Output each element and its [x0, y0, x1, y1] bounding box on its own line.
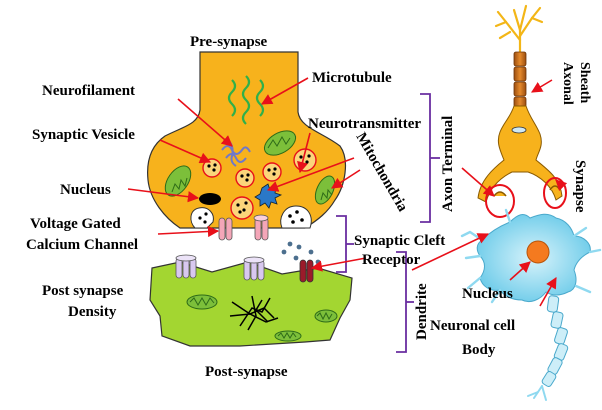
label-axonal-sheath-1: Axonal — [560, 62, 575, 105]
label-synapse: Synapse — [572, 160, 588, 213]
label-nucleus-right: Nucleus — [462, 286, 513, 302]
upper-neuron-nucleus — [511, 126, 527, 134]
neuron-illustration — [460, 4, 602, 401]
nucleus-oval — [199, 193, 221, 205]
arrow-neurofilament — [177, 98, 233, 147]
fusing-vesicles — [190, 205, 312, 229]
arrow-axonal-sheath — [531, 79, 553, 93]
label-dendrite: Dendrite — [414, 283, 430, 340]
sheath-segment — [513, 51, 527, 67]
label-synaptic-vesicle: Synaptic Vesicle — [32, 127, 135, 143]
text-labels: Pre-synapse Neurofilament Microtubule Sy… — [26, 34, 592, 380]
cell-body-processes — [460, 208, 602, 304]
synapse-circle — [485, 184, 515, 218]
lower-axon — [541, 295, 569, 387]
axon-terminal-bracket — [420, 93, 431, 223]
mitochondrion — [186, 294, 218, 310]
arrow-mitochondria — [331, 169, 361, 189]
axon-terminal-branches — [527, 385, 547, 401]
post-synapse-body — [149, 261, 353, 347]
mitochondrion — [314, 175, 336, 205]
top-dendrites — [494, 4, 544, 54]
synapse-circle — [543, 177, 567, 209]
label-neurotransmitter: Neurotransmitter — [308, 116, 421, 132]
arrow-dendrite — [411, 233, 490, 271]
calcium-channel — [253, 214, 269, 241]
arrow-transporter — [266, 157, 355, 192]
post-synaptic-density — [149, 254, 353, 347]
label-neuronal-cell-1: Neuronal cell — [430, 318, 515, 334]
label-mitochondria: Mitochondria — [353, 130, 411, 215]
arrow-synaptic-vesicle — [159, 139, 212, 164]
arrow-synapse-right — [555, 179, 568, 192]
mitochondrion — [274, 330, 302, 342]
pointer-arrows — [127, 77, 568, 307]
arrow-neurotransmitter — [297, 132, 311, 174]
arrow-receptor — [310, 257, 367, 272]
pre-synaptic-terminal — [147, 51, 347, 241]
microtubule-strands — [227, 75, 265, 125]
label-axonal-sheath-2: Sheath — [577, 62, 592, 103]
calcium-channel — [218, 217, 233, 241]
label-microtubule: Microtubule — [312, 70, 392, 86]
arrow-calcium-channel — [157, 225, 220, 238]
upper-neuron-body — [477, 105, 563, 203]
receptor-pair — [175, 254, 197, 279]
arrow-cell-body — [539, 277, 557, 307]
label-post-synapse-density-1: Post synapse — [42, 283, 124, 299]
label-synaptic-cleft: Synaptic Cleft — [354, 233, 445, 249]
label-receptor: Receptor — [362, 252, 421, 268]
sheath-segment — [513, 66, 527, 82]
arrow-microtubule — [261, 77, 309, 105]
label-post-synapse-density-2: Density — [68, 304, 117, 320]
label-voltage-gated-2: Calcium Channel — [26, 237, 138, 253]
mitochondrion — [314, 309, 338, 323]
sheath-segment — [513, 81, 527, 97]
cell-nucleus — [526, 240, 550, 264]
label-neurofilament: Neurofilament — [42, 83, 135, 99]
label-axon-terminal: Axon Terminal — [440, 116, 456, 212]
label-post-synapse: Post-synapse — [205, 364, 288, 380]
arrow-nucleus — [127, 188, 200, 203]
label-voltage-gated-1: Voltage Gated — [30, 216, 121, 232]
mitochondrion — [263, 130, 297, 156]
label-neuronal-cell-2: Body — [462, 342, 496, 358]
label-pre-synapse: Pre-synapse — [190, 34, 268, 50]
brackets — [336, 93, 440, 353]
receptor-pair — [243, 256, 265, 281]
psd-scaffold — [229, 295, 279, 331]
mitochondrion — [164, 165, 192, 197]
arrow-cell-nucleus — [509, 261, 531, 281]
label-nucleus: Nucleus — [60, 182, 111, 198]
arrow-synapse-left — [461, 167, 495, 197]
